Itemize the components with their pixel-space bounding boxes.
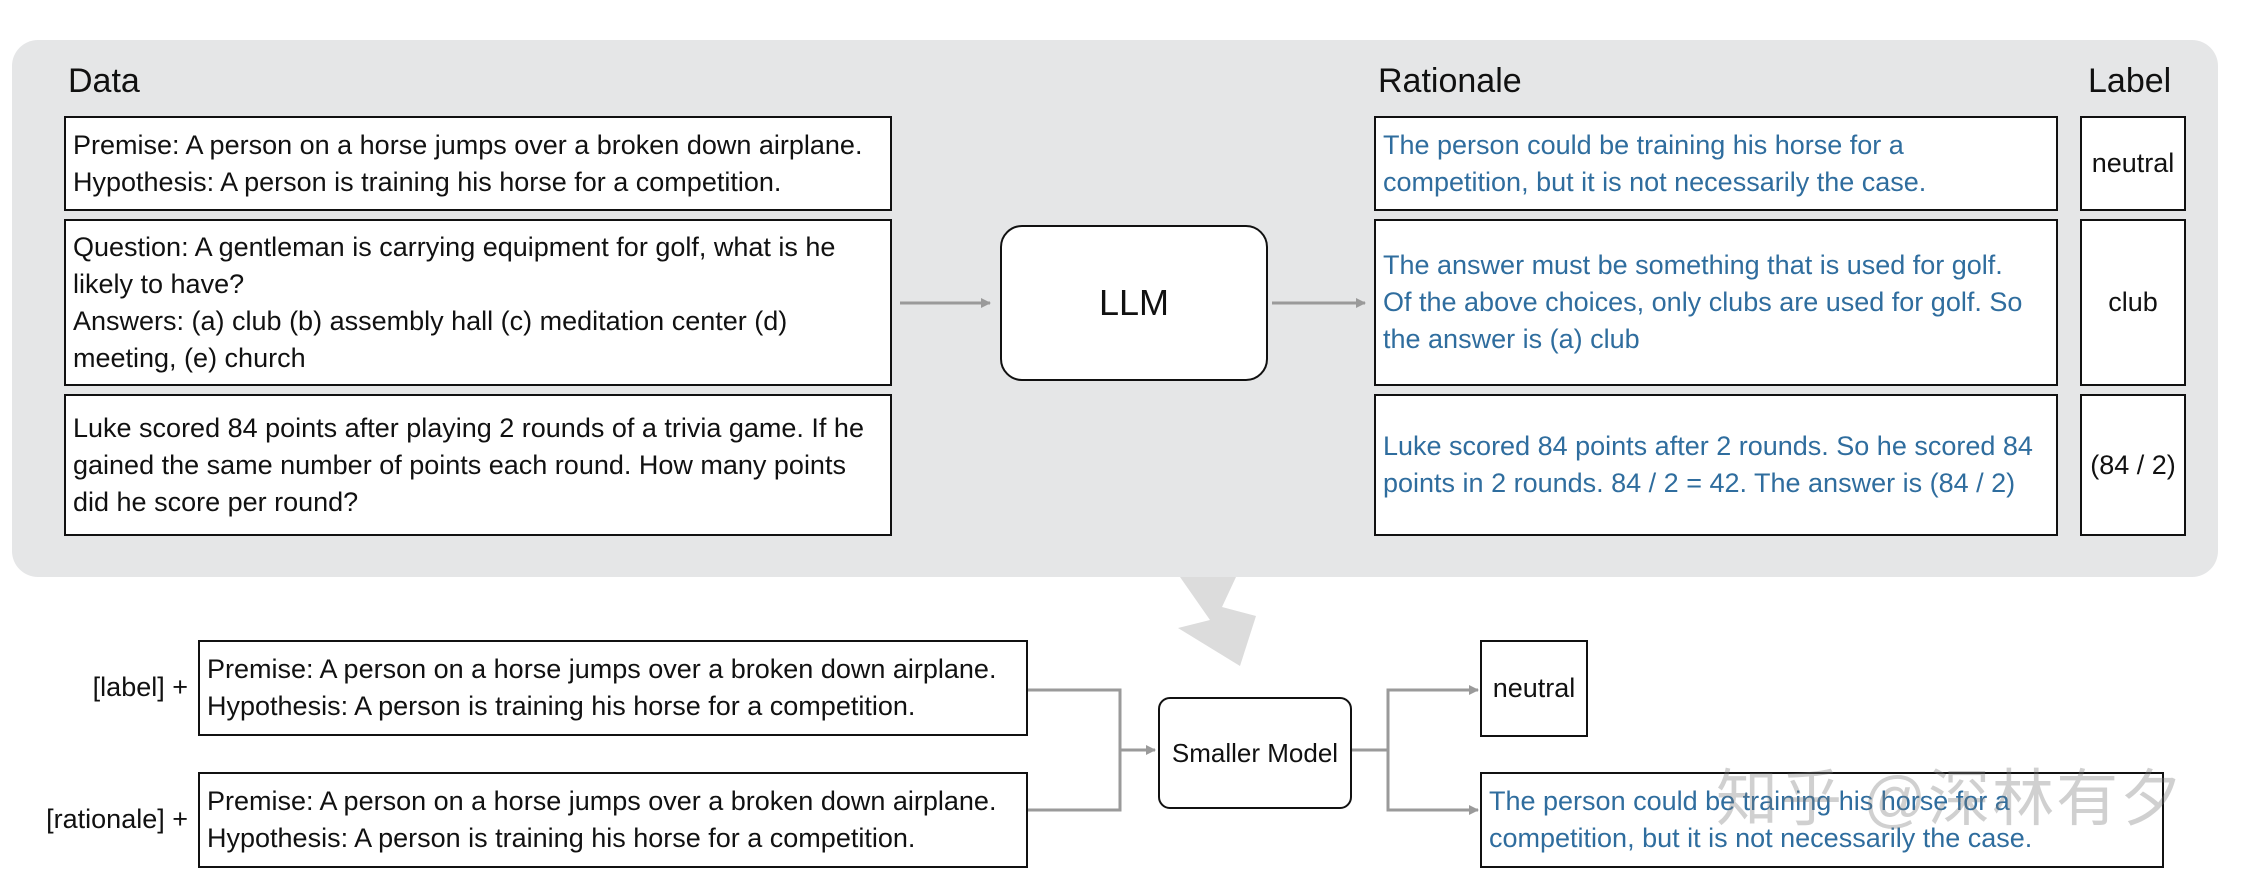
- rationale-box: The answer must be something that is use…: [1374, 219, 2058, 386]
- rationale-box: The person could be training his horse f…: [1374, 116, 2058, 211]
- label-text: club: [2108, 287, 2158, 317]
- rationale-output-box: The person could be training his horse f…: [1480, 772, 2164, 868]
- data-line: gained the same number of points each ro…: [73, 449, 846, 480]
- label-prefix: [label] +: [92, 672, 188, 702]
- label-box: (84 / 2): [2080, 394, 2186, 536]
- input-line: Hypothesis: A person is training his hor…: [207, 823, 916, 853]
- data-box-premise: Premise: A person on a horse jumps over …: [64, 116, 892, 211]
- rationale-line: the answer is (a) club: [1383, 324, 1640, 354]
- rationale-line: The person could be training his horse f…: [1383, 129, 1904, 160]
- connector-rationale-input: [1028, 750, 1122, 812]
- label-text: (84 / 2): [2090, 449, 2176, 480]
- rationale-line: Of the above choices, only clubs are use…: [1383, 287, 2023, 317]
- rationale-line: competition, but it is not necessarily t…: [1383, 166, 1927, 197]
- data-line: did he score per round?: [73, 486, 359, 517]
- rationale-line: points in 2 rounds. 84 / 2 = 42. The ans…: [1383, 468, 2016, 498]
- data-box-question: Question: A gentleman is carrying equipm…: [64, 219, 892, 386]
- output-rationale-line: The person could be training his horse f…: [1489, 786, 2010, 816]
- rationale-line: The answer must be something that is use…: [1383, 250, 2003, 280]
- label-text: neutral: [2091, 148, 2175, 178]
- llm-box: LLM: [1000, 225, 1268, 381]
- rationale-box: Luke scored 84 points after 2 rounds. So…: [1374, 394, 2058, 536]
- rationale-training-input: Premise: A person on a horse jumps over …: [198, 772, 1028, 868]
- rationale-heading: Rationale: [1378, 62, 1522, 100]
- data-line: meeting, (e) church: [73, 342, 306, 373]
- data-line: Premise: A person on a horse jumps over …: [73, 129, 863, 160]
- data-line: Hypothesis: A person is training his hor…: [73, 166, 782, 197]
- smaller-model-box: Smaller Model: [1158, 697, 1352, 809]
- output-label-text: neutral: [1492, 673, 1576, 703]
- neutral-output-box: neutral: [1480, 640, 1588, 737]
- label-heading: Label: [2088, 62, 2172, 100]
- connector-label-input: [1028, 688, 1122, 750]
- label-box: neutral: [2080, 116, 2186, 211]
- big-down-arrow: [1178, 577, 1256, 666]
- data-line: Luke scored 84 points after playing 2 ro…: [73, 412, 864, 443]
- data-line: Answers: (a) club (b) assembly hall (c) …: [73, 305, 788, 336]
- data-line: Question: A gentleman is carrying equipm…: [73, 231, 836, 262]
- label-box: club: [2080, 219, 2186, 386]
- rationale-line: Luke scored 84 points after 2 rounds. So…: [1383, 431, 2033, 461]
- data-line: likely to have?: [73, 268, 245, 299]
- input-line: Premise: A person on a horse jumps over …: [207, 654, 997, 684]
- arrow-to-rationale-output: [1386, 750, 1479, 815]
- arrow-to-neutral: [1386, 685, 1479, 750]
- input-line: Premise: A person on a horse jumps over …: [207, 786, 997, 816]
- input-line: Hypothesis: A person is training his hor…: [207, 691, 916, 721]
- watermark: 知乎 @深林有夕: [1716, 765, 2185, 834]
- output-rationale-line: competition, but it is not necessarily t…: [1489, 823, 2033, 853]
- label-training-input: Premise: A person on a horse jumps over …: [198, 640, 1028, 736]
- data-box-math: Luke scored 84 points after playing 2 ro…: [64, 394, 892, 536]
- rationale-prefix: [rationale] +: [46, 804, 188, 834]
- data-heading: Data: [68, 62, 140, 100]
